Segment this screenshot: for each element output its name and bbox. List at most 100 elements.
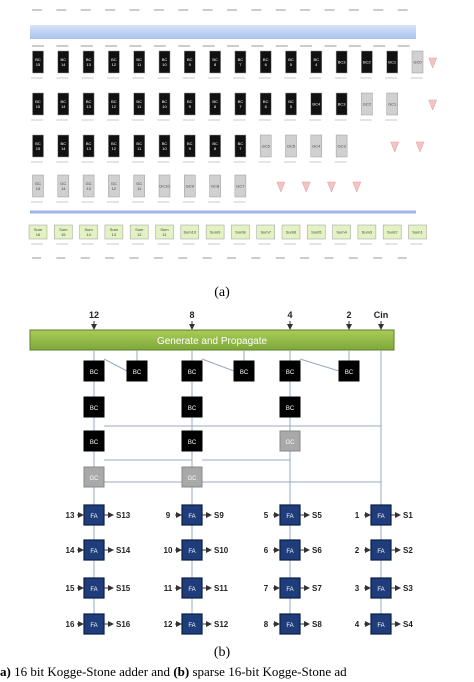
panel-a-cell: Sum7 bbox=[256, 224, 275, 245]
panel-a-cell-label: BC bbox=[263, 99, 269, 104]
panel-a-wedge-marker bbox=[415, 141, 425, 153]
panel-a-cell: BC9 bbox=[182, 50, 196, 79]
panel-a-cell-label: 16 bbox=[36, 232, 41, 237]
panel-a-cell-label: 8 bbox=[214, 62, 217, 67]
fa-label: FA bbox=[188, 623, 195, 629]
panel-a-wedge-marker bbox=[301, 181, 311, 193]
panel-a-cell-label: Sum bbox=[110, 227, 119, 232]
panel-a-cell-label: GC bbox=[35, 181, 41, 186]
panel-a-cell-label: BC2 bbox=[363, 60, 372, 65]
panel-a-cell-label: BC bbox=[212, 141, 218, 146]
panel-a-cell: Sum2 bbox=[382, 224, 402, 245]
top-input-label: Cin bbox=[374, 310, 389, 320]
panel-a-generate-bar bbox=[30, 25, 416, 39]
fa-input-label: 6 bbox=[264, 546, 269, 555]
panel-a-cell-label: 12 bbox=[112, 62, 117, 67]
svg-text:BC: BC bbox=[90, 406, 99, 412]
panel-a-cell-label: 11 bbox=[137, 146, 142, 151]
panel-a-cell-label: Sum bbox=[135, 227, 144, 232]
panel-a-cell-label: Sum1 bbox=[412, 230, 423, 235]
fa-label: FA bbox=[90, 514, 97, 520]
panel-a-cell: BC7 bbox=[233, 92, 247, 121]
fa-output-label: S9 bbox=[214, 511, 224, 520]
fa-input-label: 2 bbox=[355, 546, 360, 555]
bc-cell: BC bbox=[83, 360, 105, 382]
bc-cell: BC bbox=[233, 360, 255, 382]
panel-a-cell-label: BC bbox=[86, 141, 92, 146]
panel-a-wedge-marker bbox=[428, 57, 438, 69]
fa-label: FA bbox=[286, 514, 293, 520]
fa-output-label: S4 bbox=[403, 620, 413, 629]
panel-a-cell-label: GC4 bbox=[312, 144, 321, 149]
bc-cell: BC bbox=[279, 396, 301, 418]
generate-propagate-block bbox=[29, 329, 395, 351]
panel-a-cell: GC9 bbox=[182, 174, 196, 203]
generate-propagate-label: Generate and Propagate bbox=[157, 336, 268, 347]
panel-a-cell-label: 4 bbox=[315, 62, 318, 67]
panel-a-cell-label: 6 bbox=[265, 62, 268, 67]
panel-a-cell-label: BC bbox=[111, 57, 117, 62]
panel-a-cell-label: BC bbox=[111, 99, 117, 104]
panel-a-cell-label: 13 bbox=[86, 146, 91, 151]
panel-a-cell-label: BC3 bbox=[338, 60, 347, 65]
fa-output-label: S8 bbox=[312, 620, 322, 629]
panel-a-cell-label: 14 bbox=[61, 186, 66, 191]
top-input-label: 2 bbox=[346, 310, 351, 320]
fa-label: FA bbox=[286, 549, 293, 555]
gc-cell: GC bbox=[279, 430, 301, 452]
panel-a-cell: BC1 bbox=[385, 50, 398, 79]
caption-text-b: sparse 16-bit Kogge-Stone ad bbox=[189, 664, 347, 679]
panel-a-cell-label: BC3 bbox=[338, 102, 347, 107]
panel-a-wedge-marker bbox=[428, 99, 438, 111]
panel-a-wedge-marker bbox=[390, 141, 400, 153]
panel-a-cell-label: GC8 bbox=[211, 184, 220, 189]
panel-a-cell-label: 12 bbox=[112, 146, 117, 151]
fa-output-label: S3 bbox=[403, 584, 413, 593]
fa-label: FA bbox=[90, 623, 97, 629]
panel-a-cell-label: Sum4 bbox=[336, 230, 347, 235]
panel-a-cell: GC4 bbox=[309, 134, 323, 163]
panel-a-cell-label: GC1 bbox=[388, 102, 397, 107]
panel-a-cell-label: 7 bbox=[239, 104, 242, 109]
panel-a-cell-label: BC bbox=[61, 57, 67, 62]
panel-a-cell-label: Sum6 bbox=[286, 230, 297, 235]
bc-cell: BC bbox=[83, 396, 105, 418]
fa-output-label: S7 bbox=[312, 584, 322, 593]
panel-a-cell: BC4 bbox=[309, 50, 323, 79]
panel-a-cell: BC5 bbox=[284, 50, 297, 79]
panel-a-cell-label: GC2 bbox=[363, 102, 372, 107]
panel-a-cell: BC8 bbox=[208, 50, 221, 79]
figure-caption: a) 16 bit Kogge-Stone adder and (b) spar… bbox=[0, 664, 474, 682]
panel-a-cell: GC10 bbox=[157, 174, 170, 203]
panel-a-cell-label: 11 bbox=[162, 232, 167, 237]
panel-a-cell-label: 14 bbox=[61, 62, 66, 67]
panel-a-cell-label: GC3 bbox=[337, 144, 346, 149]
panel-a-cell-label: BC bbox=[162, 141, 168, 146]
svg-text:BC: BC bbox=[240, 370, 249, 376]
panel-a-cell-label: 9 bbox=[189, 104, 192, 109]
caption-part-b-label: (b) bbox=[173, 664, 190, 679]
fa-output-label: S12 bbox=[214, 620, 229, 629]
fa-output-label: S5 bbox=[312, 511, 322, 520]
panel-a-cell: Sum8 bbox=[231, 224, 250, 245]
panel-a-cell-label: Sum bbox=[84, 227, 93, 232]
